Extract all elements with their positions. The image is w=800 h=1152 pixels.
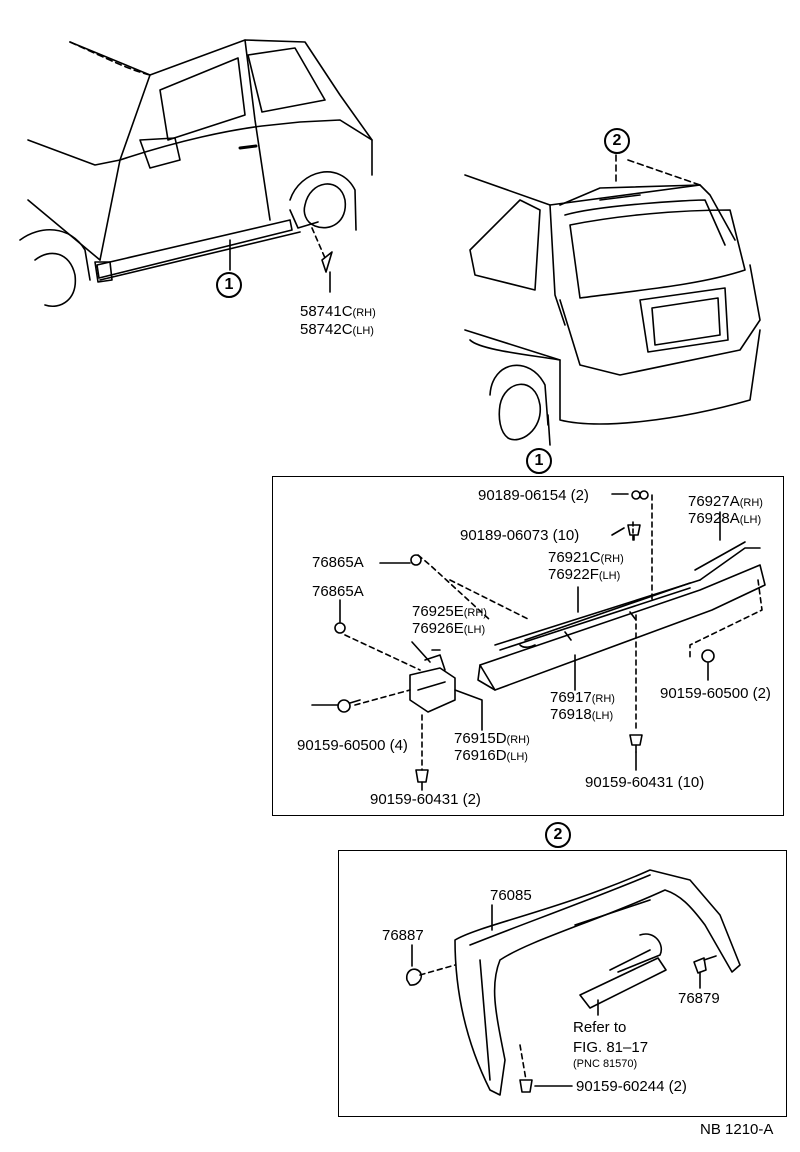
part-label-76918: 76918(LH) bbox=[550, 706, 614, 723]
part-label-76865a-lower: 76865A bbox=[312, 583, 364, 600]
refer-to-line-2: FIG. 81–17 bbox=[573, 1039, 649, 1056]
refer-to-line-1: Refer to bbox=[573, 1019, 627, 1036]
part-label-76922f: 76922F(LH) bbox=[548, 566, 621, 583]
part-label-58741c: 58741C(RH) bbox=[300, 303, 376, 320]
part-label-76915d: 76915D(RH) bbox=[454, 730, 530, 747]
detail-box-2-drawing bbox=[405, 869, 741, 1096]
part-label-90189-06154: 90189-06154 (2) bbox=[478, 487, 589, 504]
part-label-90159-60431-2: 90159-60431 (2) bbox=[370, 791, 481, 808]
part-label-76887: 76887 bbox=[382, 927, 424, 944]
part-label-90159-60244: 90159-60244 (2) bbox=[576, 1078, 687, 1095]
refer-to-line-3: (PNC 81570) bbox=[573, 1058, 638, 1070]
part-label-76926e: 76926E(LH) bbox=[412, 620, 486, 637]
part-label-76927a: 76927A(RH) bbox=[688, 493, 763, 510]
part-label-76928a: 76928A(LH) bbox=[688, 510, 762, 527]
part-label-90189-06073: 90189-06073 (10) bbox=[460, 527, 580, 544]
part-label-76865a-top: 76865A bbox=[312, 554, 364, 571]
callout-2-rear: 2 bbox=[604, 128, 630, 154]
part-label-90159-60500-2: 90159-60500 (2) bbox=[660, 685, 771, 702]
figure-id: NB 1210-A bbox=[700, 1121, 774, 1138]
part-label-58742c: 58742C(LH) bbox=[300, 321, 374, 338]
part-label-76916d: 76916D(LH) bbox=[454, 747, 528, 764]
part-label-76879: 76879 bbox=[678, 990, 720, 1007]
part-label-76085: 76085 bbox=[490, 887, 532, 904]
callout-2-section: 2 bbox=[545, 822, 571, 848]
part-label-90159-60431-10: 90159-60431 (10) bbox=[585, 774, 705, 791]
part-label-76917: 76917(RH) bbox=[550, 689, 615, 706]
detail-box-1-drawing bbox=[311, 490, 766, 791]
detail-box-2 bbox=[338, 850, 787, 1117]
car-rear-view bbox=[464, 154, 761, 446]
callout-1-side: 1 bbox=[216, 272, 242, 298]
detail-box-1 bbox=[272, 476, 784, 816]
callout-1-rear: 1 bbox=[526, 448, 552, 474]
part-label-90159-60500-4: 90159-60500 (4) bbox=[297, 737, 408, 754]
car-side-view bbox=[19, 39, 373, 307]
part-label-76925e: 76925E(RH) bbox=[412, 603, 487, 620]
part-label-76921c: 76921C(RH) bbox=[548, 549, 624, 566]
